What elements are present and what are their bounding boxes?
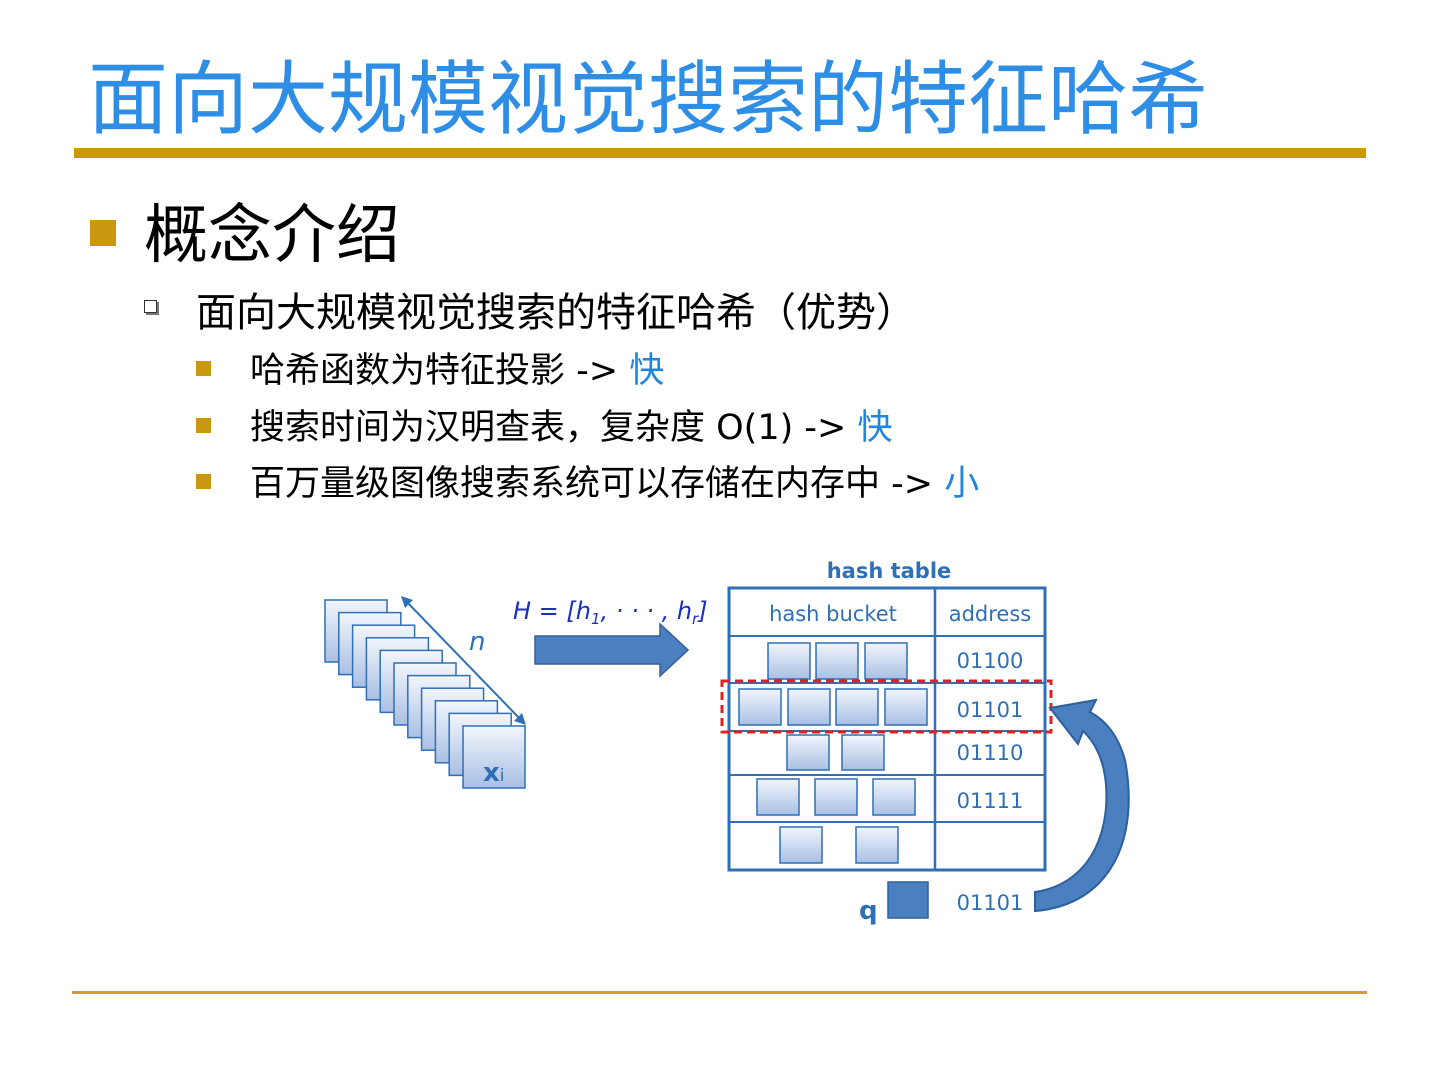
n-label: n (469, 627, 485, 657)
bucket-item (780, 827, 822, 863)
bucket-item (768, 643, 810, 679)
bucket-item (865, 643, 907, 679)
address-cell: 01101 (957, 698, 1024, 722)
address-cell: 01100 (957, 649, 1024, 673)
bucket-item (856, 827, 898, 863)
bucket-item (757, 779, 799, 815)
hash-table-title: hash table (827, 559, 952, 583)
column-header-bucket: hash bucket (769, 602, 897, 626)
bucket-item (788, 689, 830, 725)
address-cell: 01110 (957, 741, 1024, 765)
address-cell: 01111 (957, 789, 1024, 813)
bucket-item (885, 689, 927, 725)
bucket-item (873, 779, 915, 815)
query-label: q (859, 896, 878, 926)
bucket-item (836, 689, 878, 725)
query-item (888, 882, 928, 918)
column-header-address: address (949, 602, 1032, 626)
bucket-item (787, 735, 829, 770)
projection-arrow (535, 624, 688, 676)
hash-function-formula: H = [h1, · · · , hr] (513, 597, 708, 628)
bucket-item (816, 643, 858, 679)
bucket-item (815, 779, 857, 815)
footer-rule (72, 991, 1367, 994)
bucket-item (842, 735, 884, 770)
bucket-items (739, 643, 927, 863)
query-address: 01101 (957, 891, 1024, 915)
bucket-item (739, 689, 781, 725)
